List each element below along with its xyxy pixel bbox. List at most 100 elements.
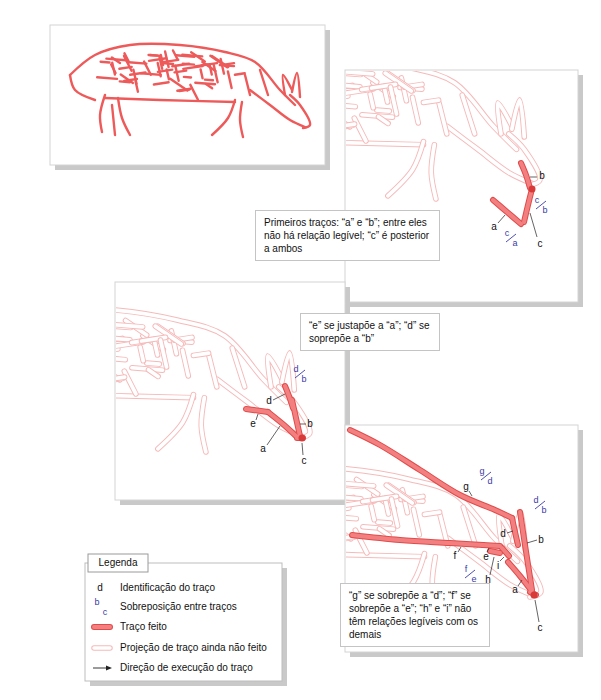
overlap-letter: d (293, 365, 298, 374)
deer-stroke (190, 85, 197, 100)
projection-outline (463, 507, 475, 546)
caption-text: “g” se sobrepõe a “d”; “f” se sobrepõe a… (349, 589, 481, 641)
leader-line (535, 600, 539, 622)
projection-outline (431, 145, 436, 199)
stroke-letter: a (512, 585, 518, 595)
trace-made (512, 518, 518, 545)
deer-stroke (118, 98, 130, 135)
stroke-letter: d (97, 583, 103, 593)
sample-trace (94, 625, 110, 629)
stroke-letter: g (463, 482, 469, 492)
projection-outline (116, 338, 130, 339)
deer-stroke (105, 98, 235, 102)
projection-fill (346, 551, 425, 557)
projection-fill (371, 506, 374, 520)
projection-outline (423, 100, 438, 102)
overlap-letter: b (542, 206, 547, 215)
trace-made (502, 548, 509, 556)
projection-fill (424, 512, 439, 514)
deer-stroke (209, 64, 211, 74)
projection-fill (412, 97, 418, 123)
trace-made (524, 189, 532, 222)
overlap-letter: d (533, 496, 538, 505)
projection-fill (116, 324, 143, 326)
deer-stroke (149, 58, 166, 61)
projection-fill (379, 529, 389, 536)
sample-projection-fill (94, 646, 110, 650)
projection-outline (232, 348, 244, 387)
deer-stroke (292, 73, 300, 97)
deer-stroke (101, 61, 110, 64)
projection-outline (193, 353, 208, 355)
projection-fill (124, 371, 136, 394)
projection-outline (346, 551, 425, 557)
legend-text: Direção de execução do traço (120, 663, 253, 673)
projection-outline (116, 356, 125, 362)
caption-box: “e” se justapõe a “a”; “d” se soprepõe a… (300, 313, 440, 351)
projection-fill (232, 348, 244, 387)
projection-outline (124, 371, 136, 394)
deer-stroke (120, 80, 130, 83)
projection-fill (354, 118, 366, 141)
trace-made (246, 409, 268, 412)
projection-fill (116, 357, 125, 362)
legend-box (85, 563, 282, 681)
traces (246, 163, 538, 599)
projection-outline (161, 340, 167, 367)
projection-outline (377, 110, 389, 111)
deer-projection-group (116, 307, 310, 452)
projection-outline (447, 126, 532, 183)
projection-outline (116, 324, 143, 326)
overlap-letter: b (301, 375, 306, 384)
projection-fill (378, 117, 388, 124)
projection-fill (346, 96, 348, 99)
sample-projection (94, 645, 110, 651)
deer-stroke (214, 65, 218, 82)
projection-fill (346, 71, 373, 73)
projection-outline (371, 506, 374, 520)
projection-fill (346, 71, 517, 149)
deer-stroke (173, 50, 177, 59)
deer-stroke (228, 71, 232, 88)
projection-fill (116, 338, 130, 339)
overlap-letter: d (487, 477, 492, 486)
projection-fill (463, 507, 475, 546)
projection-outline (346, 96, 348, 99)
projection-fill (378, 522, 390, 523)
deer-stroke (212, 100, 235, 135)
projection-outline (346, 71, 373, 73)
leader-line (500, 557, 504, 561)
trace-start (299, 435, 306, 442)
deer-stroke (177, 89, 190, 91)
legend-title: Legenda (99, 558, 138, 568)
projection-fill (140, 347, 143, 361)
stroke-letter: c (538, 239, 543, 249)
projection-fill (392, 499, 398, 526)
projection-fill (346, 497, 361, 498)
projection-outline (158, 395, 194, 449)
deer-stroke (250, 90, 305, 127)
panel (50, 25, 325, 165)
leader-line (490, 557, 494, 575)
projection-outline (140, 347, 143, 361)
projection-fill (147, 363, 159, 364)
leader-line (507, 531, 513, 533)
deer-stroke (100, 95, 105, 132)
overlap-letter: c (535, 196, 540, 205)
deer-stroke (159, 56, 162, 69)
projection-outline (392, 499, 398, 526)
projection-outline (354, 118, 366, 141)
deer-stroke (290, 95, 310, 128)
projection-fill (158, 395, 194, 449)
deer-figure (70, 44, 310, 137)
projection-fill (447, 126, 532, 183)
trace-edge (246, 409, 268, 412)
projection-fill (116, 392, 193, 398)
projection-outline (116, 377, 125, 380)
stroke-letter: e (250, 419, 256, 429)
projection-outline (346, 483, 374, 485)
trace-edge (524, 189, 532, 222)
projection-outline (116, 307, 286, 402)
projection-outline (346, 85, 360, 86)
projection-fill (346, 139, 424, 145)
